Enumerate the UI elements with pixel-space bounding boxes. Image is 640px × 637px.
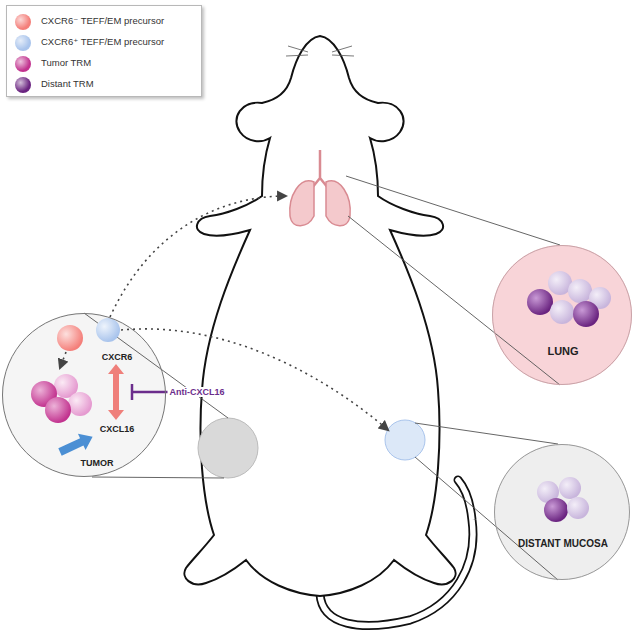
legend-row: Distant TRM — [15, 76, 68, 94]
legend-swatch — [15, 14, 31, 30]
inhibitor — [132, 384, 168, 400]
node-label: DISTANT MUCOSA — [518, 538, 608, 549]
interaction-arrow — [108, 364, 124, 420]
mucosa-site — [385, 420, 425, 460]
lung-zoom-cells — [527, 271, 611, 327]
zoom-circle: CXCR6CXCL16TUMOR — [2, 313, 166, 477]
node-label: CXCR6 — [102, 352, 133, 362]
mucosa-zoom-ground — [494, 444, 630, 580]
whiskers — [286, 46, 354, 56]
zoom-circle: DISTANT MUCOSA — [494, 444, 630, 580]
zoom-lines — [84, 176, 560, 580]
tumor-site — [198, 418, 258, 478]
secretion-arrow — [56, 429, 96, 461]
node-label: CXCL16 — [100, 424, 135, 434]
legend-swatch — [15, 35, 31, 51]
tumor-zoom-cells — [31, 318, 120, 423]
legend-row: CXCR6⁺ TEFF/EM precursor — [15, 34, 138, 52]
lung-zoom-ground — [492, 245, 632, 385]
legend-text: Distant TRM — [41, 78, 94, 89]
migration-arrows — [60, 196, 388, 430]
tumor-zoom-ground — [2, 313, 166, 477]
legend-swatch — [15, 77, 31, 93]
mouse-outline — [184, 36, 455, 596]
node-label: LUNG — [547, 345, 578, 357]
drug-label: Anti-CXCL16 — [167, 387, 226, 397]
legend-box: CXCR6⁻ TEFF/EM precursorCXCR6⁺ TEFF/EM p… — [6, 5, 202, 97]
legend-text: CXCR6⁻ TEFF/EM precursor — [41, 15, 164, 26]
node-label: TUMOR — [81, 458, 114, 468]
legend-text: CXCR6⁺ TEFF/EM precursor — [41, 36, 164, 47]
lung-organ — [290, 150, 350, 226]
legend-swatch — [15, 56, 31, 72]
legend-row: Tumor TRM — [15, 55, 65, 73]
legend-text: Tumor TRM — [41, 57, 91, 68]
legend-row: CXCR6⁻ TEFF/EM precursor — [15, 13, 138, 31]
mucosa-zoom-cells — [537, 477, 589, 522]
zoom-circle: LUNG — [492, 245, 632, 385]
